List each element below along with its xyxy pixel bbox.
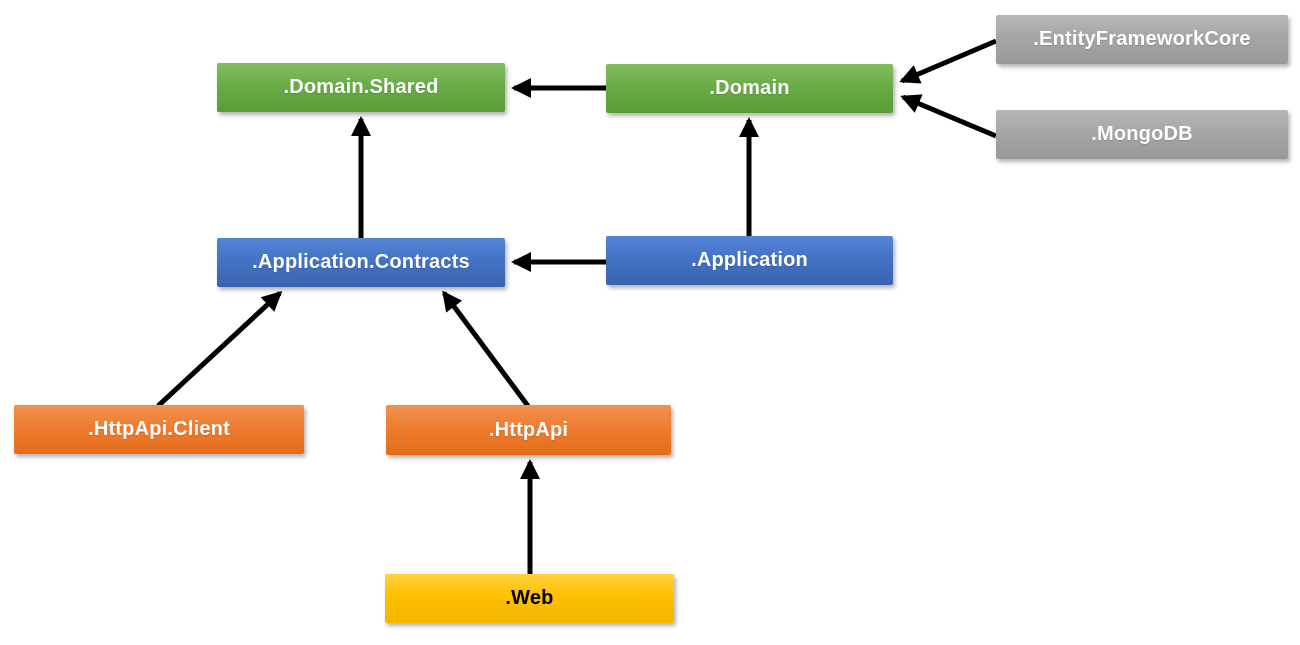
node-entity-framework-core: .EntityFrameworkCore (996, 15, 1288, 64)
node-mongodb: .MongoDB (996, 110, 1288, 159)
node-web: .Web (385, 574, 674, 623)
edge-httpapi-to-application-contracts (441, 290, 531, 408)
node-domain: .Domain (606, 64, 893, 113)
node-application: .Application (606, 236, 893, 285)
edge-httpapi-client-to-application-contracts (156, 290, 283, 408)
edge-mongodb-to-domain (900, 94, 997, 139)
node-application-contracts: .Application.Contracts (217, 238, 505, 287)
node-httpapi: .HttpApi (386, 405, 671, 455)
node-httpapi-client: .HttpApi.Client (14, 405, 304, 454)
node-domain-shared: .Domain.Shared (217, 63, 505, 112)
edge-entity-framework-core-to-domain (899, 38, 997, 84)
